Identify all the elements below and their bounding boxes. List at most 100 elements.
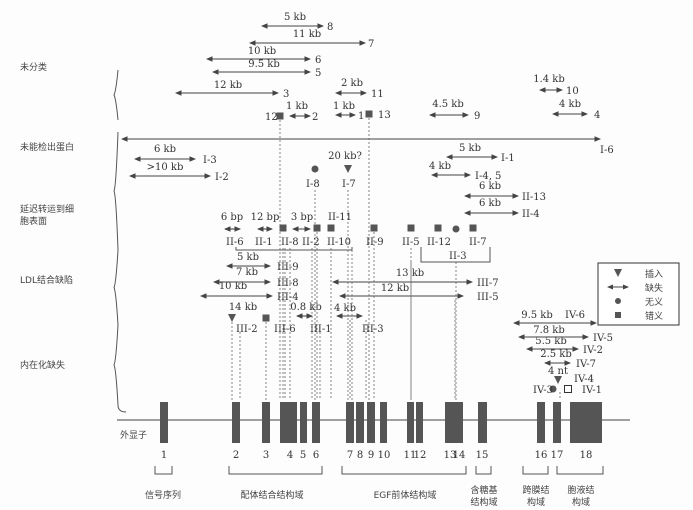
missense-square-icon: [262, 314, 270, 322]
deletion-size-label: 2 kb: [341, 78, 363, 89]
exon-box-16: [537, 402, 545, 443]
category-brace: [113, 131, 119, 251]
exon-number: 16: [535, 450, 548, 461]
deletion-size-label: 13 kb: [396, 268, 424, 279]
mutation-label: IV-4: [574, 374, 594, 385]
missense-square-icon: [365, 110, 373, 118]
deletion-size-label: 4.5 kb: [432, 99, 464, 110]
deletion-size-label: 4 kb: [429, 161, 451, 172]
mutation-label: 3: [283, 89, 289, 100]
mutation-label: 10: [566, 86, 579, 97]
nonsense-circle-icon: [549, 385, 557, 393]
category-label: 延迟转运到细胞表面: [20, 205, 75, 227]
exon-row-label: 外显子: [120, 429, 147, 441]
deletion-size-label: 1 kb: [333, 101, 355, 112]
exon-number: 14: [453, 450, 466, 461]
deletion-size-label: 10 kb: [219, 281, 247, 292]
exon-box-5: [300, 402, 307, 443]
mutation-label: 11: [371, 89, 384, 100]
deletion-size-label: 6 kb: [479, 198, 501, 209]
insertion-triangle-icon: [344, 165, 352, 173]
domain-bracket: [341, 466, 467, 475]
missense-square-icon: [327, 224, 335, 232]
domain-bracket: [228, 466, 323, 475]
deletion-size-label: 9.5 kb: [521, 310, 553, 321]
insertion-size-label: 4 nt: [548, 366, 568, 377]
exon-box-3: [262, 402, 270, 443]
category-brace: [113, 324, 119, 406]
mutation-label: IV-5: [593, 333, 613, 344]
mutation-label: II-9: [366, 237, 384, 248]
missense-square-icon: [615, 312, 621, 318]
legend-label: 错义: [645, 310, 663, 322]
exon-number: 8: [357, 450, 363, 461]
II-3-box: [420, 247, 491, 263]
exon-box-4: [280, 402, 297, 443]
mutation-label: IV-1: [582, 385, 602, 396]
mutation-label: 13: [378, 110, 391, 121]
deletion-size-label: 12 kb: [381, 283, 409, 294]
deletion-size-label: 5 kb: [237, 252, 259, 263]
category-label: 未分类: [20, 61, 47, 73]
exon-number: 9: [368, 450, 374, 461]
nonsense-circle-icon: [452, 225, 460, 233]
mutation-label: 8: [327, 22, 333, 33]
category-brace: [117, 404, 127, 413]
mutation-label: II-13: [522, 192, 546, 203]
exon-number: 10: [378, 450, 391, 461]
mutation-label: 1: [358, 111, 364, 122]
mutation-label: 2: [312, 112, 318, 123]
mutation-label: III-9: [277, 262, 299, 273]
mutation-label: I-3: [203, 155, 217, 166]
deletion-size-label: 9.5 kb: [248, 59, 280, 70]
mutation-label: IV-3: [533, 385, 553, 396]
deletion-size-label: 2.5 kb: [540, 349, 572, 360]
deletion-size-label: 0.8 kb: [290, 302, 322, 313]
missense-square-icon: [313, 224, 321, 232]
domain-label: 胞液结构域: [567, 486, 595, 508]
mutation-label: 4: [594, 110, 600, 121]
mutation-label: I-7: [342, 179, 356, 190]
mutation-label: III-2: [236, 324, 258, 335]
mutation-label: III-1: [310, 324, 332, 335]
missense-square-icon: [407, 224, 415, 232]
exon-box-7: [346, 402, 354, 443]
exon-box-11: [407, 402, 414, 443]
exon-box-2: [232, 402, 240, 443]
deletion-size-label: 10 kb: [248, 46, 276, 57]
exon-box-10: [380, 402, 387, 443]
domain-label: 含糖基结构域: [470, 486, 498, 508]
deletion-size-label: 5 kb: [459, 143, 481, 154]
domain-label: EGF前体结构域: [374, 489, 437, 501]
deletion-size-label: 6 kb: [479, 181, 501, 192]
mutation-label: III-4: [277, 292, 299, 303]
exon-number: 3: [263, 450, 269, 461]
exon-number: 2: [233, 450, 239, 461]
mutation-label: IV-7: [576, 359, 596, 370]
open-square-icon: [564, 385, 572, 393]
domain-bracket: [556, 466, 604, 475]
category-brace: [113, 69, 119, 121]
mutation-label: III-8: [277, 278, 299, 289]
exon-number: 6: [313, 450, 319, 461]
mutation-label: 6: [315, 55, 321, 66]
domain-label: 信号序列: [145, 489, 181, 501]
category-label: 内在化缺失: [20, 359, 65, 371]
legend-box: [597, 262, 680, 326]
mutation-label: II-7: [469, 237, 487, 248]
mutation-label: II-8: [281, 237, 299, 248]
mutation-label: I-6: [600, 145, 614, 156]
deletion-size-label: 12 bp: [251, 212, 280, 223]
mutation-label: III-3: [362, 324, 384, 335]
legend-label: 插入: [645, 268, 663, 280]
deletion-size-label: 12 kb: [214, 80, 242, 91]
exon-box-13: [445, 402, 463, 443]
exon-box-9: [367, 402, 375, 443]
mutation-label: II-6: [226, 237, 244, 248]
deletion-size-label: 5.5 kb: [535, 336, 567, 347]
exon-number: 17: [551, 450, 564, 461]
deletion-size-label: 4 kb: [334, 303, 356, 314]
insertion-triangle-icon: [554, 376, 562, 384]
group-bracket: [235, 247, 353, 251]
